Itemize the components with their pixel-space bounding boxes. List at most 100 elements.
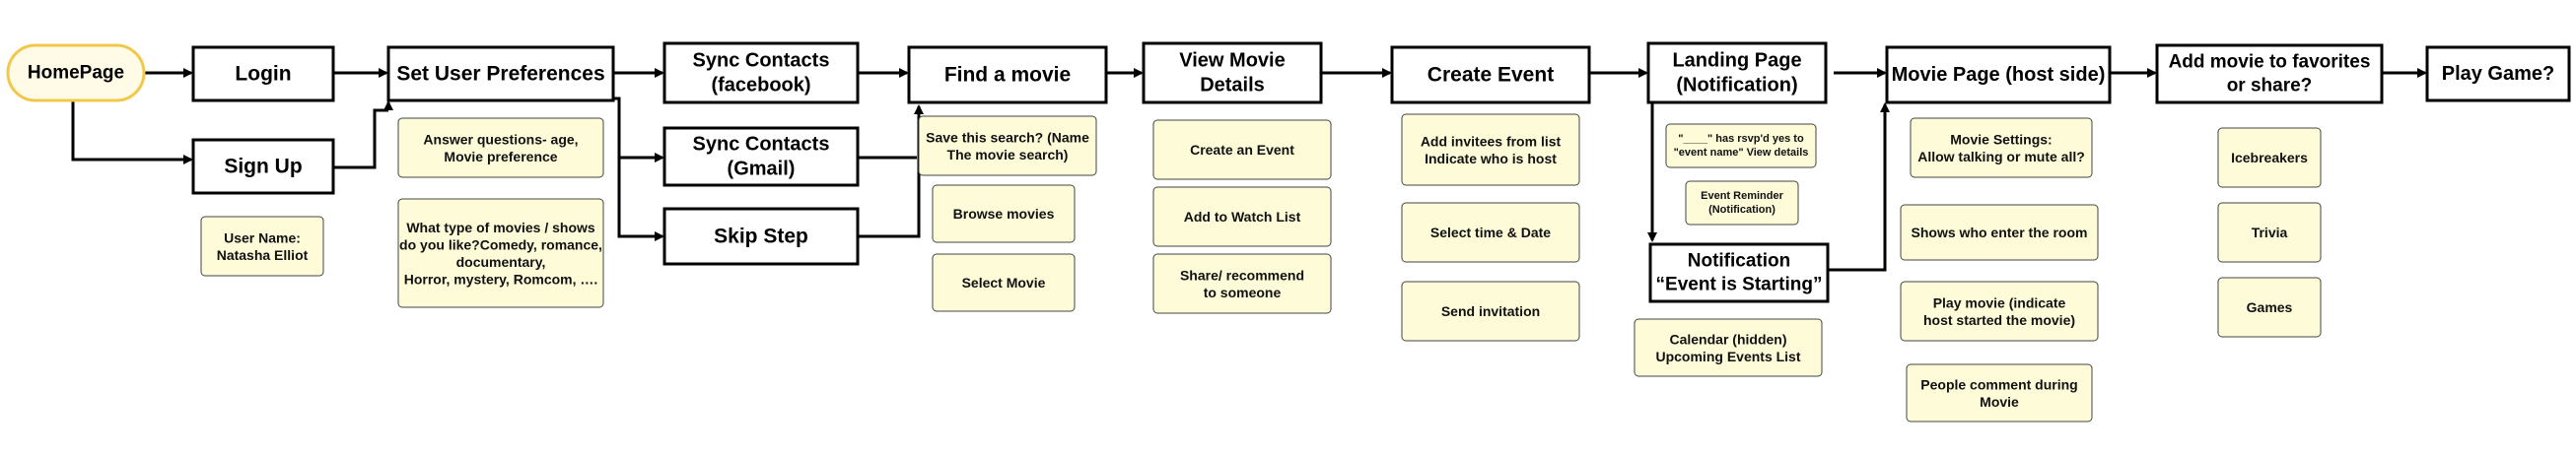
node-select-movie: Select Movie xyxy=(932,253,1076,312)
node-label: Allow talking or mute all? xyxy=(1917,149,2085,164)
connector-prefs-branch xyxy=(613,97,664,162)
node-box xyxy=(1900,281,2099,342)
node-box xyxy=(662,207,860,266)
node-label: Find a movie xyxy=(944,64,1071,87)
node-box xyxy=(2425,45,2571,102)
node-signup: Sign Up xyxy=(191,138,335,195)
node-movie-page: Movie Page (host side) xyxy=(1885,45,2112,104)
node-label: Add invitees from list xyxy=(1421,133,1562,149)
node-box xyxy=(1401,113,1580,186)
node-label: Movie Page (host side) xyxy=(1892,64,2106,86)
node-label: Landing Page xyxy=(1672,50,1801,72)
node-label: Icebreakers xyxy=(2231,150,2308,165)
node-box xyxy=(200,216,324,277)
node-box xyxy=(386,45,615,102)
node-box xyxy=(932,184,1076,243)
node-login: Login xyxy=(191,45,335,102)
node-box xyxy=(1152,119,1332,180)
node-label: Skip Step xyxy=(714,226,808,248)
connector-prefs-skip xyxy=(617,158,664,241)
connector-signup-prefs xyxy=(333,108,388,169)
node-label: Add to Watch List xyxy=(1184,209,1301,225)
node-box xyxy=(662,41,860,104)
node-box xyxy=(2217,127,2322,188)
node-rsvp: "____" has rsvp'd yes to "event name" Vie… xyxy=(1665,123,1817,168)
node-label: Details xyxy=(1200,75,1265,97)
node-box xyxy=(1900,204,2099,261)
node-box xyxy=(191,45,335,102)
node-play-movie: Play movie (indicate host started the mov… xyxy=(1900,281,2099,342)
node-label: Sync Contacts xyxy=(693,134,830,156)
flow-connectors xyxy=(71,68,2427,272)
node-label: do you like?Comedy, romance, xyxy=(399,236,602,252)
node-box xyxy=(1885,45,2112,104)
node-create-event-note: Create an Event xyxy=(1152,119,1332,180)
node-box xyxy=(2217,277,2322,338)
node-who-enter: Shows who enter the room xyxy=(1900,204,2099,261)
node-label: Trivia xyxy=(2252,225,2288,240)
node-movie-settings: Movie Settings:Allow talking or mute all… xyxy=(1910,117,2093,178)
node-landing: Landing Page (Notification) xyxy=(1646,41,1828,104)
node-label: Horror, mystery, Romcom, …. xyxy=(404,271,598,287)
node-sync-fb: Sync Contacts (facebook) xyxy=(662,41,860,104)
node-play-game: Play Game? xyxy=(2425,45,2571,102)
node-notification: Notification“Event is Starting” xyxy=(1648,242,1830,303)
node-label: (facebook) xyxy=(711,75,810,97)
node-label: or share? xyxy=(2227,75,2313,96)
node-label: Sign Up xyxy=(224,156,302,178)
node-label: Upcoming Events List xyxy=(1655,349,1800,364)
node-box xyxy=(6,43,146,102)
node-label: Movie xyxy=(1980,394,2019,410)
node-box xyxy=(1401,202,1580,263)
node-trivia: Trivia xyxy=(2217,202,2322,263)
node-send-inv: Send invitation xyxy=(1401,281,1580,342)
node-label: Movie preference xyxy=(444,149,557,164)
node-label: Save this search? (Name xyxy=(926,129,1089,145)
node-label: "event name" View details xyxy=(1674,147,1809,159)
node-label: Natasha Elliot xyxy=(217,247,309,263)
node-label: host started the movie) xyxy=(1923,312,2075,328)
node-label: “Event is Starting” xyxy=(1656,274,1823,294)
node-box xyxy=(662,126,860,187)
node-box xyxy=(2217,202,2322,263)
node-sync-gmail: Sync Contacts (Gmail) xyxy=(662,126,860,187)
node-label: (Gmail) xyxy=(728,159,796,180)
node-box xyxy=(1646,41,1828,104)
node-label: Share/ recommend xyxy=(1180,267,1304,283)
node-homepage: HomePage xyxy=(6,43,146,102)
node-label: "____" has rsvp'd yes to xyxy=(1678,133,1804,145)
node-label: Shows who enter the room xyxy=(1912,225,2088,240)
node-browse: Browse movies xyxy=(932,184,1076,243)
node-reminder: Event Reminder(Notification) xyxy=(1685,180,1799,226)
node-label: Notification xyxy=(1688,251,1791,272)
node-box xyxy=(1685,180,1799,226)
node-label: Play movie (indicate xyxy=(1933,294,2066,310)
node-icebreakers: Icebreakers xyxy=(2217,127,2322,188)
connector-skip-find xyxy=(858,104,924,238)
node-label: Select Movie xyxy=(962,275,1046,291)
node-label: Select time & Date xyxy=(1430,225,1551,240)
node-box xyxy=(397,198,604,308)
node-label: Browse movies xyxy=(953,206,1055,222)
node-box xyxy=(907,45,1108,104)
node-box xyxy=(1142,41,1323,104)
node-label: View Movie xyxy=(1179,50,1285,72)
node-box xyxy=(1906,363,2093,422)
node-label: Sync Contacts xyxy=(693,50,830,72)
node-label: HomePage xyxy=(28,63,124,84)
node-label: (Notification) xyxy=(1676,75,1797,97)
node-box xyxy=(191,138,335,195)
node-games: Games xyxy=(2217,277,2322,338)
node-label: documentary, xyxy=(456,254,546,270)
node-label: Create Event xyxy=(1427,64,1554,87)
connector-notification-moviepage xyxy=(1828,102,1890,272)
node-label: User Name: xyxy=(224,229,301,245)
node-label: Indicate who is host xyxy=(1425,151,1557,166)
node-create-event: Create Event xyxy=(1390,45,1591,104)
